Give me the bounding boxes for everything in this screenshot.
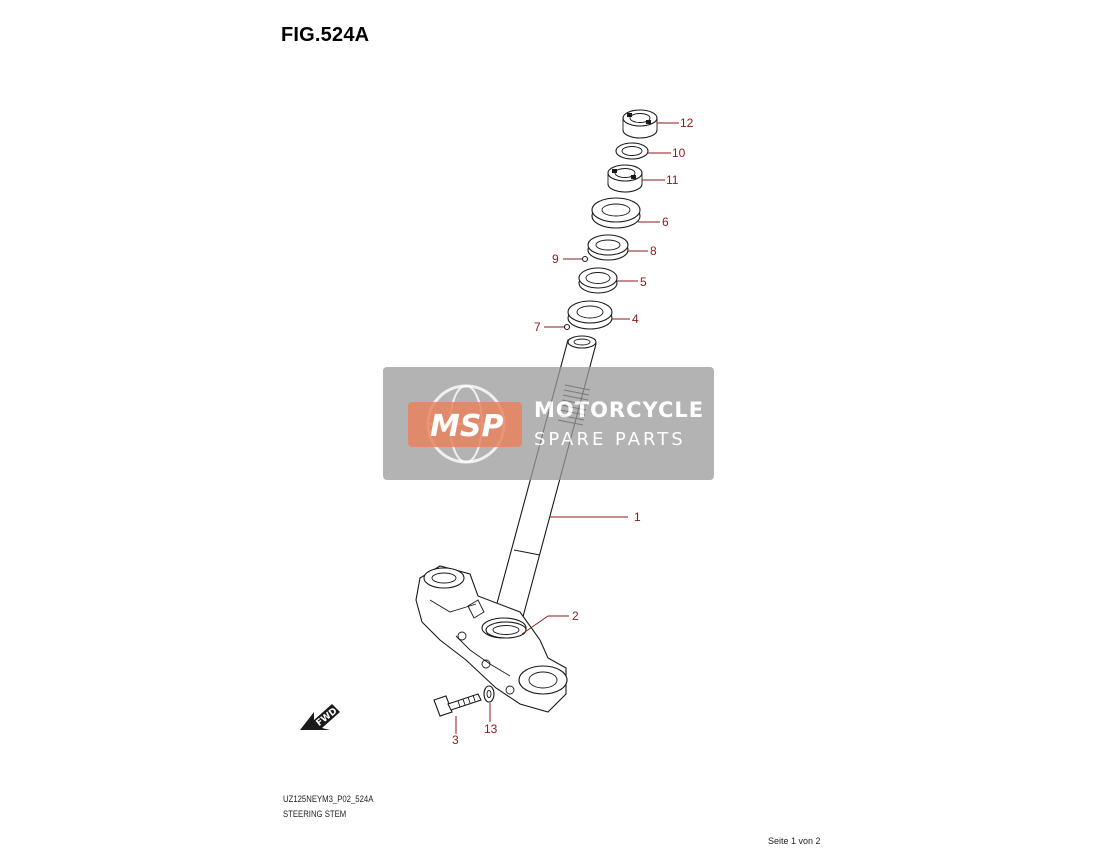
part-2-seal-ring[interactable] bbox=[485, 621, 527, 639]
callout-11: 11 bbox=[666, 173, 679, 187]
part-8-bearing-race[interactable] bbox=[587, 234, 629, 261]
watermark-logo: MSP bbox=[430, 409, 503, 444]
callout-7: 7 bbox=[534, 320, 541, 334]
callout-4: 4 bbox=[632, 312, 639, 326]
part-3-bolt[interactable] bbox=[433, 693, 482, 717]
callout-12: 12 bbox=[680, 116, 694, 130]
fwd-arrow-icon: FWD bbox=[300, 704, 340, 730]
callout-10: 10 bbox=[672, 146, 686, 160]
page-indicator: Seite 1 von 2 bbox=[768, 836, 821, 846]
msp-badge bbox=[408, 402, 522, 447]
part-11-lock-nut[interactable] bbox=[607, 164, 643, 193]
watermark-line2: SPARE PARTS bbox=[534, 429, 686, 450]
callout-1: 1 bbox=[634, 510, 641, 524]
callout-labels: 12 10 11 6 8 9 5 4 7 1 2 3 13 bbox=[452, 116, 694, 747]
watermark-line1: MOTORCYCLE bbox=[534, 398, 704, 422]
figure-title: FIG.524A bbox=[281, 24, 370, 46]
part-10-washer[interactable] bbox=[615, 142, 649, 160]
callout-9: 9 bbox=[552, 252, 559, 266]
leader-lines bbox=[455, 122, 679, 734]
callout-8: 8 bbox=[650, 244, 657, 258]
watermark: MSP MOTORCYCLE SPARE PARTS bbox=[383, 367, 714, 480]
part-group-name: STEERING STEM bbox=[283, 809, 347, 819]
part-7-ball[interactable] bbox=[563, 323, 571, 331]
part-4-lower-bearing[interactable] bbox=[567, 300, 613, 330]
callout-5: 5 bbox=[640, 275, 647, 289]
model-code: UZ125NEYM3_P02_524A bbox=[283, 794, 374, 804]
part-13-washer[interactable] bbox=[483, 685, 495, 703]
part-6-dust-seal[interactable] bbox=[591, 197, 641, 229]
callout-2: 2 bbox=[572, 609, 579, 623]
callout-13: 13 bbox=[484, 722, 498, 736]
callout-3: 3 bbox=[452, 733, 459, 747]
part-12-stem-nut[interactable] bbox=[622, 109, 658, 139]
part-9-ball[interactable] bbox=[581, 255, 589, 263]
part-5-bearing[interactable] bbox=[578, 267, 618, 294]
callout-6: 6 bbox=[662, 215, 669, 229]
